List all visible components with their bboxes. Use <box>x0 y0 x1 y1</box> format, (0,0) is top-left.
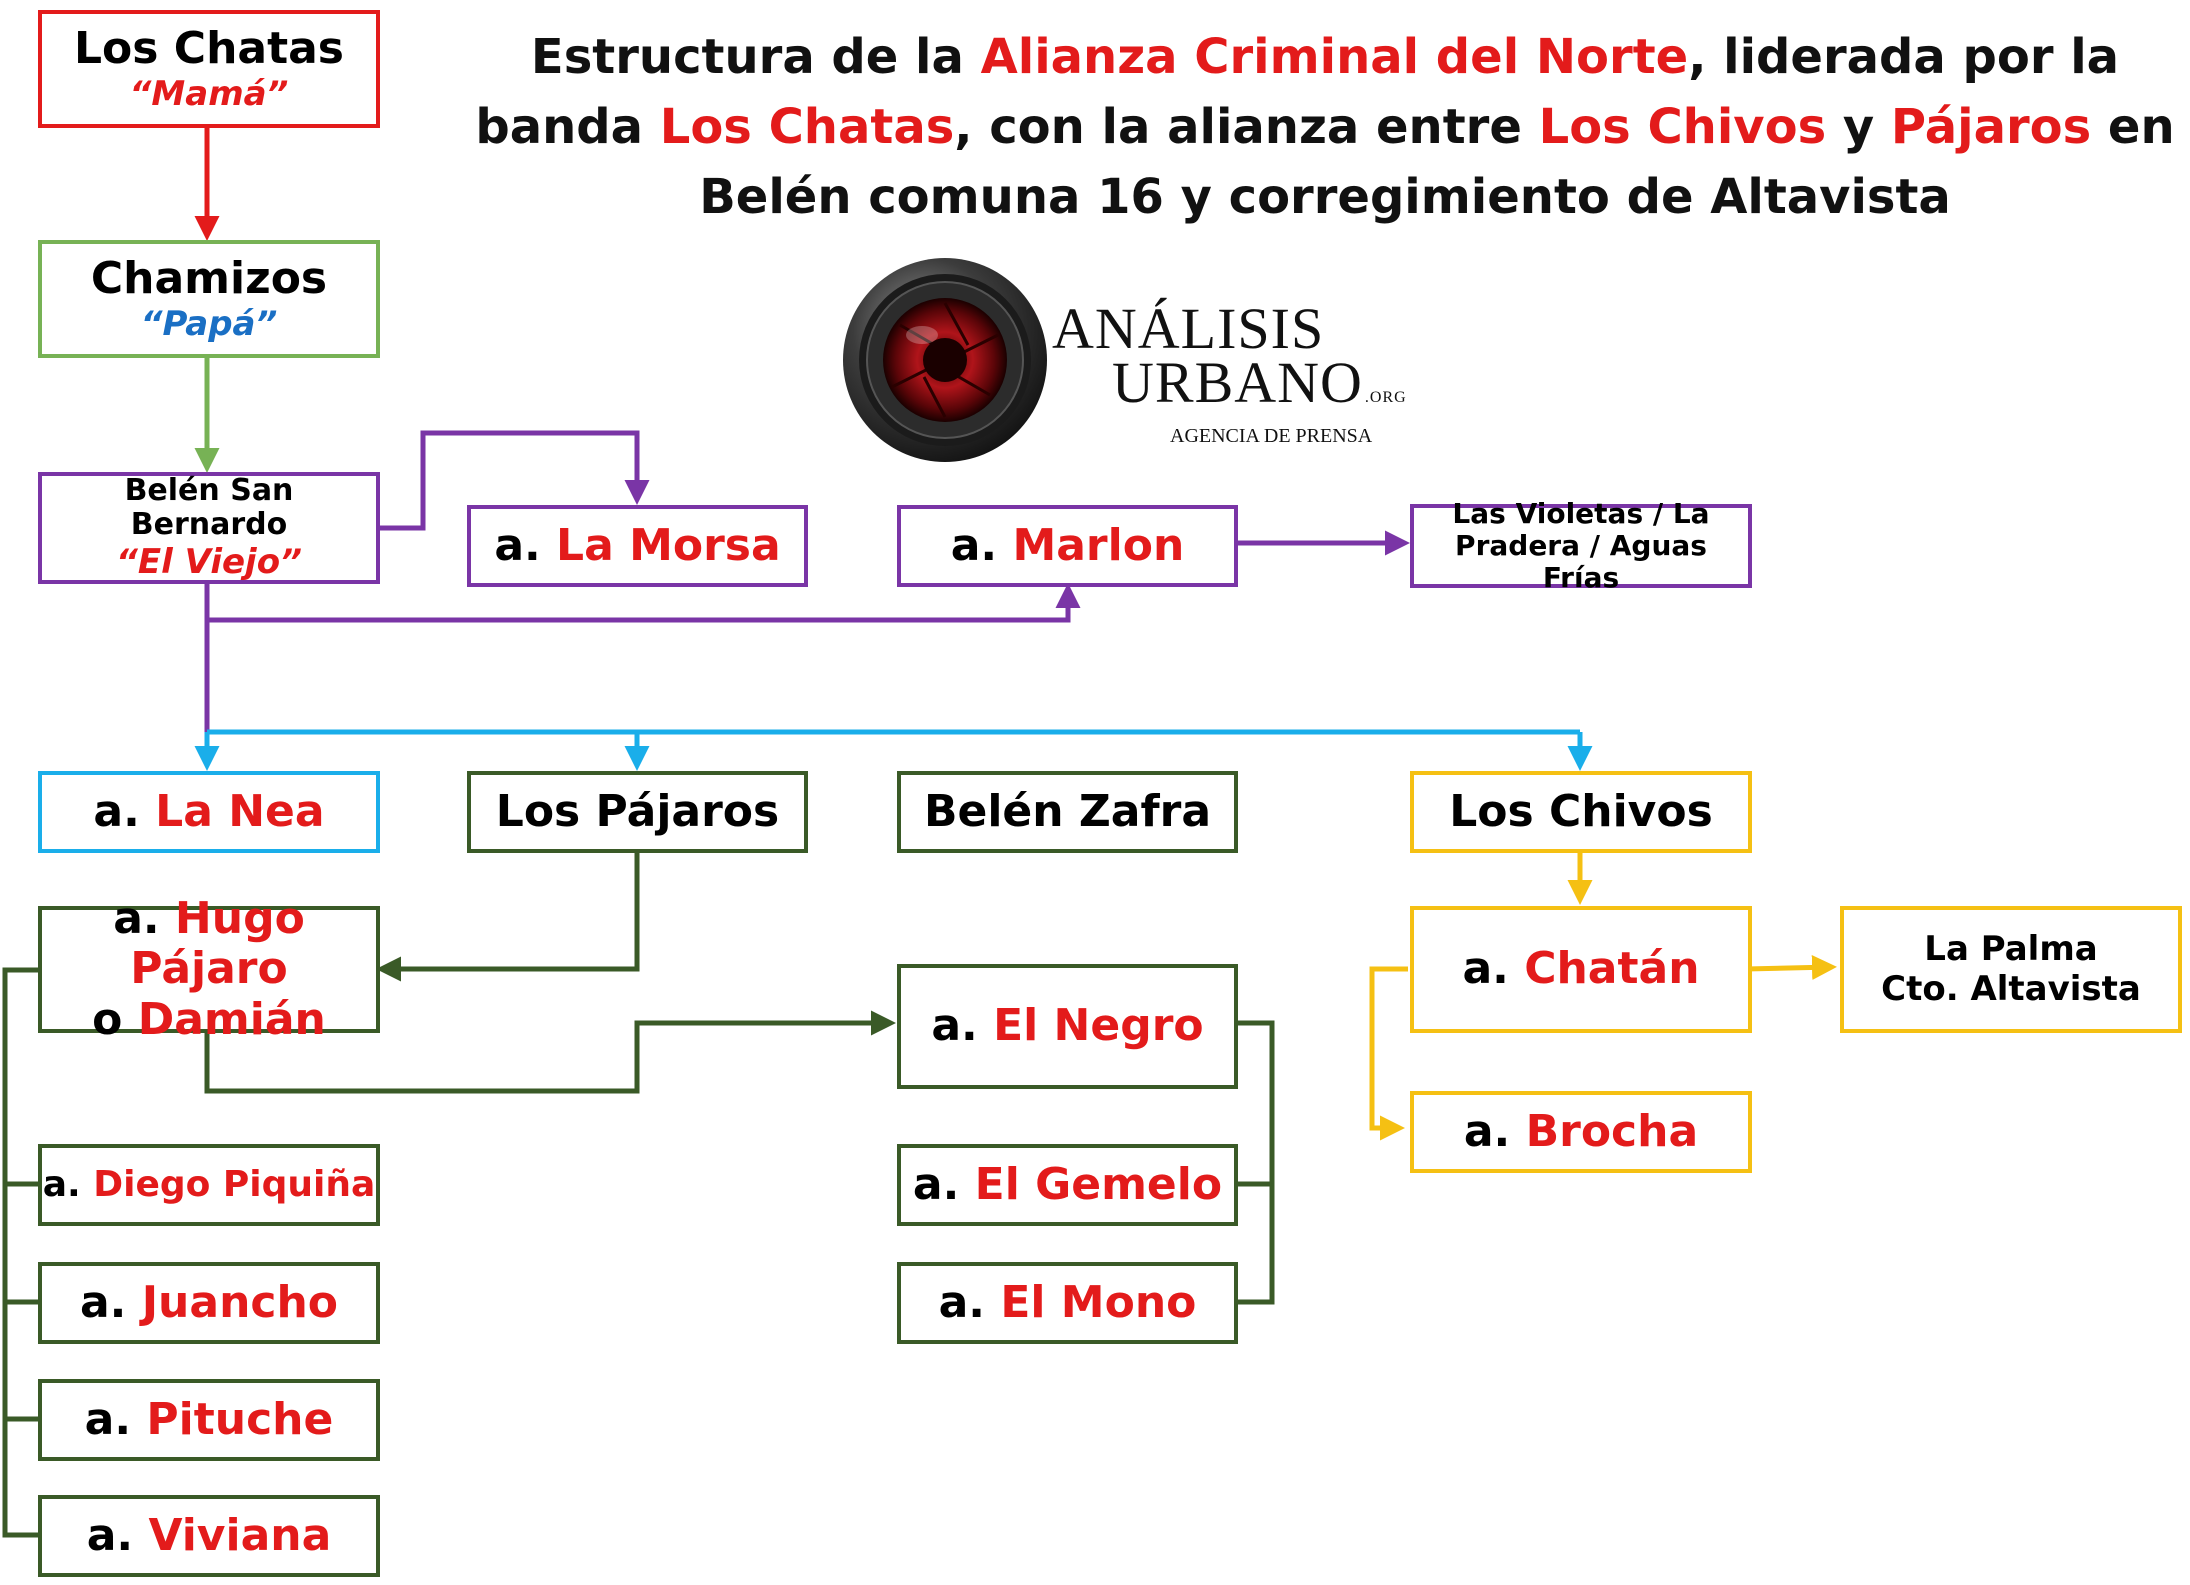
node-chatan: a. Chatán <box>1410 906 1752 1033</box>
title-part: , con la alianza entre <box>954 99 1539 155</box>
node-name: La Nea <box>155 785 325 837</box>
diagram-title: Estructura de la Alianza Criminal del No… <box>470 22 2180 232</box>
node-marlon: a. Marlon <box>897 505 1238 587</box>
node-name: Marlon <box>1012 519 1185 571</box>
node-name: Hugo Pájaro <box>130 892 305 995</box>
node-name: Los Chivos <box>1449 785 1713 837</box>
edge-chatan-brocha <box>1369 966 1408 1141</box>
node-la-nea: a. La Nea <box>38 771 380 853</box>
title-part: Los Chivos <box>1538 99 1827 155</box>
node-prefix: a. <box>912 1158 975 1210</box>
node-la-palma: La Palma Cto. Altavista <box>1840 906 2182 1033</box>
edge-belen-marlon <box>204 583 1081 623</box>
node-prefix: a. <box>86 1509 149 1561</box>
node-viviana: a. Viviana <box>38 1495 380 1577</box>
node-name: Chatán <box>1524 943 1700 995</box>
camera-lens-logo-icon <box>843 258 1047 462</box>
node-pituche: a. Pituche <box>38 1379 380 1461</box>
title-part: Pájaros <box>1890 99 2092 155</box>
node-line: Las Violetas / La <box>1452 496 1710 530</box>
node-alias: “Mamá” <box>129 73 289 114</box>
edge-belen-lamorsa <box>378 430 650 531</box>
node-name: Los Chatas <box>74 23 344 75</box>
logo-agency: AGENCIA DE PRENSA <box>1170 425 1373 447</box>
logo-org: .ORG <box>1364 389 1407 406</box>
node-name: Brocha <box>1525 1105 1699 1157</box>
node-name: El Mono <box>1000 1276 1197 1328</box>
logo-line-2: URBANO <box>1112 350 1363 415</box>
node-alias: “El Viejo” <box>116 541 302 582</box>
node-name: Los Pájaros <box>495 785 780 837</box>
node-line: Pradera / Aguas Frías <box>1455 528 1707 595</box>
node-la-morsa: a. La Morsa <box>467 505 808 587</box>
node-belen-san-bernardo: Belén San Bernardo “El Viejo” <box>38 472 380 584</box>
node-prefix: a. <box>938 1276 1001 1328</box>
node-name: El Gemelo <box>974 1158 1223 1210</box>
title-part: , liderada por la banda <box>475 29 2120 155</box>
title-part: en Belén comuna 16 y corregimiento de Al… <box>699 99 2175 225</box>
logo-line-1: ANÁLISIS <box>1052 296 1325 361</box>
node-belen-zafra: Belén Zafra <box>897 771 1238 853</box>
node-line: Cto. Altavista <box>1881 968 2141 1009</box>
logo-wordmark: ANÁLISIS URBANO.ORG AGENCIA DE PRENSA <box>1052 296 1406 448</box>
node-prefix: a. <box>950 519 1013 571</box>
node-name: Juancho <box>141 1276 339 1328</box>
node-prefix: a. <box>1463 1105 1526 1157</box>
node-name: Chamizos <box>90 253 328 305</box>
node-name: Belén San Bernardo <box>124 472 294 543</box>
node-alias: “Papá” <box>140 303 278 344</box>
edge-negro-bracket <box>1236 1020 1275 1305</box>
node-name: La Morsa <box>556 519 781 571</box>
edge-pajaros-hugo <box>376 853 640 982</box>
node-juancho: a. Juancho <box>38 1262 380 1344</box>
node-line: La Palma <box>1924 929 2098 970</box>
node-el-mono: a. El Mono <box>897 1262 1238 1344</box>
edge-hugo-bracket <box>2 967 40 1538</box>
node-los-chivos: Los Chivos <box>1410 771 1752 853</box>
title-part: Alianza Criminal del Norte <box>980 29 1689 85</box>
edge-hugo-negro <box>204 1010 896 1094</box>
node-connector-word: o <box>92 993 138 1045</box>
node-los-pajaros: Los Pájaros <box>467 771 808 853</box>
node-chamizos: Chamizos “Papá” <box>38 240 380 358</box>
node-prefix: a. <box>84 1393 147 1445</box>
title-part: Los Chatas <box>659 99 955 155</box>
node-prefix: a. <box>79 1276 142 1328</box>
node-hugo-pajaro: a. Hugo Pájaro o Damián <box>38 893 380 1045</box>
node-prefix: a. <box>931 1000 994 1052</box>
edge-chatan-lapalma <box>1745 954 1837 980</box>
node-el-negro: a. El Negro <box>897 964 1238 1089</box>
node-las-violetas: Las Violetas / La Pradera / Aguas Frías <box>1410 497 1752 594</box>
node-prefix: a. <box>113 892 175 944</box>
node-prefix: a. <box>42 1164 94 1206</box>
node-name: El Negro <box>993 1000 1204 1052</box>
node-name: Viviana <box>148 1509 332 1561</box>
node-prefix: a. <box>93 785 156 837</box>
node-los-chatas: Los Chatas “Mamá” <box>38 10 380 128</box>
node-name: Belén Zafra <box>923 785 1212 837</box>
node-name: Damián <box>137 993 326 1045</box>
node-prefix: a. <box>494 519 557 571</box>
node-brocha: a. Brocha <box>1410 1091 1752 1173</box>
node-prefix: a. <box>1462 943 1525 995</box>
title-part: Estructura de la <box>530 29 981 85</box>
node-el-gemelo: a. El Gemelo <box>897 1144 1238 1226</box>
node-name: Pituche <box>146 1393 334 1445</box>
node-name: Diego Piquiña <box>93 1164 376 1206</box>
node-diego-piquina: a. Diego Piquiña <box>38 1144 380 1226</box>
title-part: y <box>1826 99 1891 155</box>
